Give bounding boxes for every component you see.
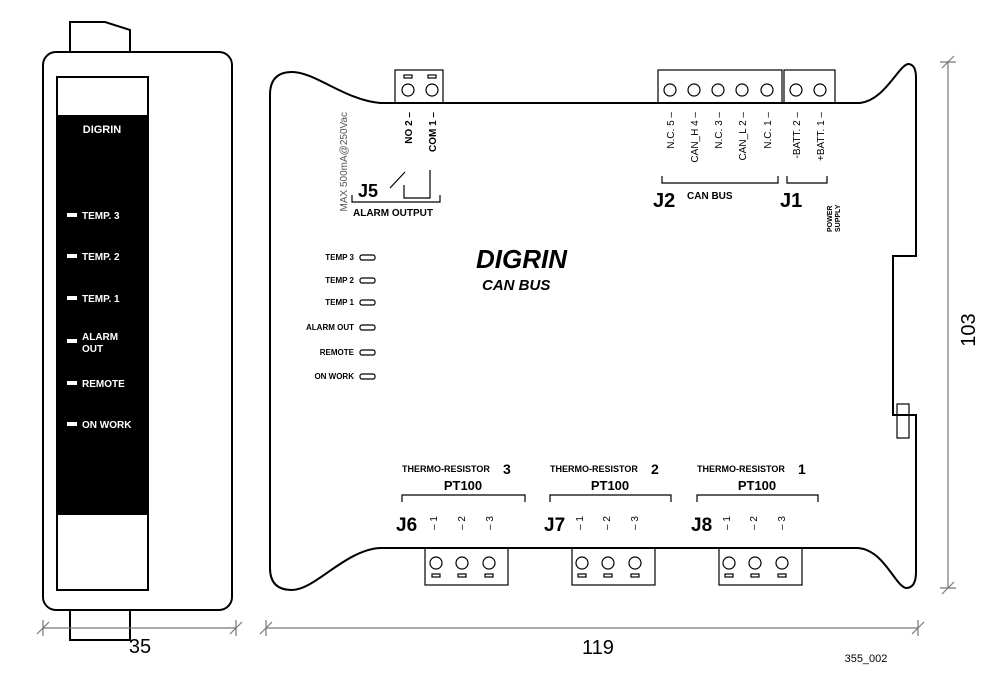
connector-j6: THERMO-RESISTOR 3 PT100 J6 – 1 – 2 – 3: [396, 461, 526, 586]
svg-text:THERMO-RESISTOR: THERMO-RESISTOR: [550, 464, 638, 474]
connector-j2: [657, 69, 783, 104]
front-housing: [269, 62, 917, 592]
connector-j5: [394, 69, 444, 104]
led-icon: [359, 373, 376, 380]
led-label: TEMP 2: [325, 276, 354, 285]
svg-text:J7: J7: [544, 515, 565, 536]
led-icon: [67, 381, 77, 385]
j2-name: J2: [653, 190, 675, 212]
side-led-label: TEMP. 3: [82, 211, 120, 222]
j2-pin: CAN_L 2 –: [738, 112, 749, 161]
svg-text:103: 103: [958, 313, 980, 346]
svg-text:J6: J6: [396, 515, 417, 536]
side-led-label: TEMP. 1: [82, 294, 120, 305]
svg-text:PT100: PT100: [444, 478, 482, 493]
j1-pin: +BATT. 1 –: [816, 112, 827, 161]
led-icon: [67, 339, 77, 343]
svg-text:3: 3: [503, 461, 511, 477]
j2-pin: N.C. 3 –: [714, 112, 725, 149]
side-led-label: REMOTE: [82, 379, 125, 390]
led-icon: [359, 349, 376, 356]
dimension-width-front: 119: [259, 620, 925, 659]
j2-bracket: [661, 176, 779, 184]
j5-pin: NO 2 –: [404, 112, 415, 144]
j1-group: SUPPLY: [835, 204, 842, 232]
svg-text:THERMO-RESISTOR: THERMO-RESISTOR: [697, 464, 785, 474]
led-icon: [67, 296, 77, 300]
j1-group: POWER: [827, 206, 834, 232]
j5-name: J5: [358, 181, 378, 201]
svg-text:PT100: PT100: [591, 478, 629, 493]
svg-text:– 3: – 3: [485, 516, 496, 530]
svg-text:119: 119: [582, 637, 614, 659]
side-led-label: ALARM: [82, 332, 118, 343]
svg-text:– 2: – 2: [602, 516, 613, 530]
j1-bracket: [786, 176, 828, 184]
dimension-width-side: 35: [36, 620, 243, 658]
j5-bracket: [351, 195, 441, 203]
connector-j7: THERMO-RESISTOR 2 PT100 J7 – 1 – 2 – 3: [544, 461, 672, 586]
led-icon: [359, 277, 376, 284]
svg-text:– 3: – 3: [630, 516, 641, 530]
side-brand: DIGRIN: [83, 124, 122, 136]
svg-text:2: 2: [651, 461, 659, 477]
svg-text:PT100: PT100: [738, 478, 776, 493]
front-label-panel: [57, 115, 148, 515]
side-led-label: TEMP. 2: [82, 252, 120, 263]
svg-text:– 2: – 2: [749, 516, 760, 530]
led-label: REMOTE: [320, 348, 355, 357]
dimension-height: 103: [940, 55, 980, 595]
product-subtitle: CAN BUS: [482, 277, 550, 294]
bottom-clip: [69, 610, 131, 641]
side-led-label: OUT: [82, 344, 103, 355]
led-icon: [359, 299, 376, 306]
led-label: ALARM OUT: [306, 323, 354, 332]
led-icon: [67, 254, 77, 258]
led-icon: [67, 213, 77, 217]
connector-j8: THERMO-RESISTOR 1 PT100 J8 – 1 – 2 – 3: [691, 461, 819, 586]
svg-text:– 1: – 1: [429, 516, 440, 530]
side-housing: [42, 51, 233, 611]
relay-contact-icon: [389, 170, 431, 199]
led-label: TEMP 1: [325, 298, 354, 307]
figure-id: 355_002: [845, 653, 888, 665]
connector-j1: [783, 69, 836, 104]
j2-pin: N.C. 1 –: [763, 112, 774, 149]
top-clip: [69, 21, 131, 52]
front-panel-outline: [56, 76, 149, 591]
side-led-label: ON WORK: [82, 420, 132, 431]
led-label: ON WORK: [314, 372, 354, 381]
j1-name: J1: [780, 190, 802, 212]
side-view: DIGRIN TEMP. 3 TEMP. 2 TEMP. 1 ALARM OUT…: [42, 21, 233, 641]
j5-group: ALARM OUTPUT: [353, 208, 433, 219]
svg-text:THERMO-RESISTOR: THERMO-RESISTOR: [402, 464, 490, 474]
j2-pin: CAN_H 4 –: [690, 112, 701, 163]
led-icon: [359, 254, 376, 261]
j5-rating: MAX 500mA@250Vac: [339, 112, 350, 211]
din-latch: [896, 403, 910, 439]
led-icon: [67, 422, 77, 426]
svg-text:35: 35: [129, 636, 151, 658]
svg-text:– 1: – 1: [575, 516, 586, 530]
svg-text:1: 1: [798, 461, 806, 477]
j2-group: CAN BUS: [687, 191, 733, 202]
svg-text:J8: J8: [691, 515, 712, 536]
svg-text:– 1: – 1: [722, 516, 733, 530]
product-title: DIGRIN: [476, 244, 568, 274]
svg-text:– 3: – 3: [777, 516, 788, 530]
led-icon: [359, 324, 376, 331]
j5-pin: COM 1 –: [428, 112, 439, 152]
svg-text:– 2: – 2: [457, 516, 468, 530]
led-label: TEMP 3: [325, 253, 354, 262]
j1-pin: -BATT. 2 –: [792, 112, 803, 159]
j2-pin: N.C. 5 –: [666, 112, 677, 149]
